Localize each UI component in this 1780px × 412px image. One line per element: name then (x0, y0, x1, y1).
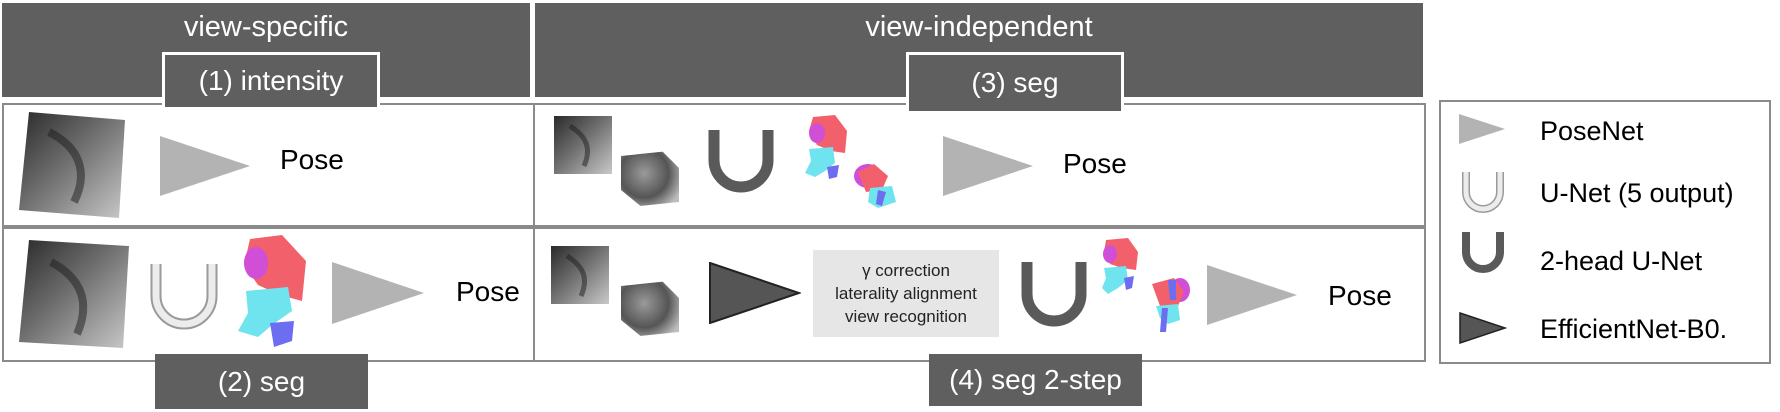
header-view-independent-label: view-independent (865, 11, 1093, 43)
segmentation-map-lateral (1152, 278, 1190, 332)
tag-seg-indep: (3) seg (906, 52, 1124, 114)
tag-seg-indep-label: (3) seg (971, 67, 1059, 98)
efficientnet-triangle-icon (709, 262, 801, 324)
segmentation-map (238, 235, 306, 347)
unet-5-output-icon (1462, 172, 1504, 213)
posenet-triangle-icon (160, 136, 250, 196)
preprocessing-gamma: γ correction (862, 261, 950, 280)
xray-image (19, 112, 125, 218)
xray-image (19, 240, 129, 348)
preprocessing-view: view recognition (845, 307, 967, 326)
tag-seg-label: (2) seg (217, 365, 306, 397)
segmentation-map-lateral (854, 164, 896, 208)
legend-label-unet: U-Net (5 output) (1540, 178, 1734, 208)
posenet-triangle-icon (1207, 265, 1297, 325)
pose-output: Pose (1328, 280, 1392, 311)
segmentation-map-ap (1102, 238, 1138, 294)
tag-seg-2step-label: (4) seg 2-step (949, 364, 1122, 395)
posenet-triangle-icon (943, 136, 1033, 196)
two-head-unet-icon (708, 130, 774, 193)
preprocessing-laterality: laterality alignment (835, 284, 977, 303)
legend-label-two-head-unet: 2-head U-Net (1540, 246, 1703, 276)
tag-seg: (2) seg (155, 354, 368, 409)
unet-5-output-icon (150, 264, 218, 330)
header-view-specific-label: view-specific (183, 11, 349, 43)
segmentation-map-ap (805, 115, 847, 179)
pose-output: Pose (456, 276, 520, 307)
pose-output: Pose (280, 144, 344, 175)
legend-label-efficientnet: EfficientNet-B0. (1540, 314, 1728, 344)
tag-intensity: (1) intensity (162, 52, 380, 110)
xray-image-ap (551, 246, 609, 304)
two-head-unet-icon (1462, 232, 1504, 273)
xray-image-lateral (621, 150, 679, 208)
two-head-unet-icon (1021, 262, 1087, 327)
legend-label-posenet: PoseNet (1540, 116, 1644, 146)
legend (1439, 100, 1771, 364)
tag-seg-2step: (4) seg 2-step (929, 354, 1142, 406)
xray-image-ap (554, 116, 612, 174)
posenet-triangle-icon (332, 262, 424, 324)
posenet-triangle-icon (1459, 114, 1505, 144)
pose-output: Pose (1063, 148, 1127, 179)
preprocessing-box: γ correction laterality alignment view r… (813, 250, 999, 337)
xray-image-lateral (621, 280, 679, 338)
efficientnet-triangle-icon (1459, 312, 1507, 344)
tag-intensity-label: (1) intensity (198, 65, 344, 96)
panel-seg-indep (533, 103, 1426, 227)
